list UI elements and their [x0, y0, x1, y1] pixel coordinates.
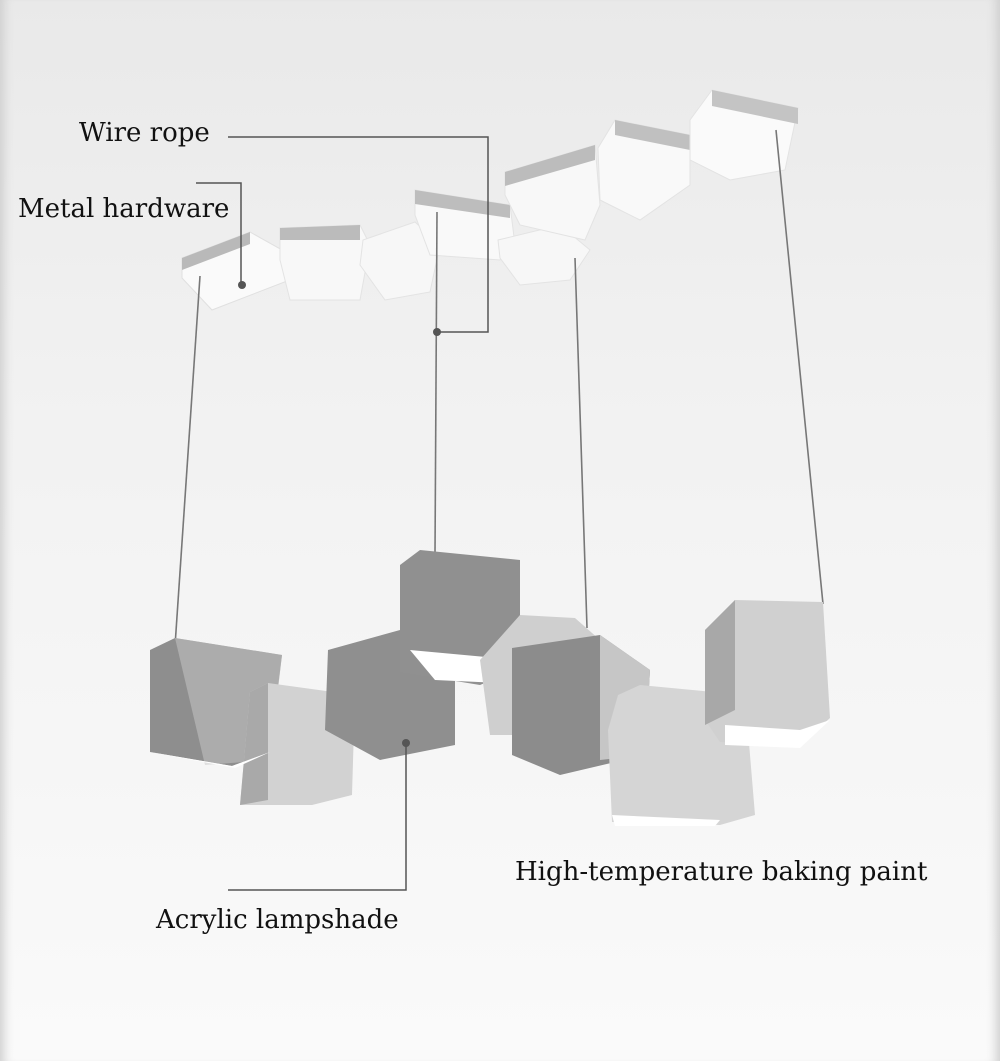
label-acrylic-lampshade: Acrylic lampshade	[156, 905, 399, 935]
callout-dots	[238, 281, 441, 747]
cube-lampshades	[150, 550, 830, 826]
label-wire-rope: Wire rope	[79, 118, 210, 148]
callout-lines	[196, 136, 489, 891]
wire-ropes	[174, 129, 824, 647]
label-baking-paint: High-temperature baking paint	[515, 857, 928, 887]
ceiling-canopy	[181, 89, 799, 311]
label-metal-hardware: Metal hardware	[18, 194, 230, 224]
